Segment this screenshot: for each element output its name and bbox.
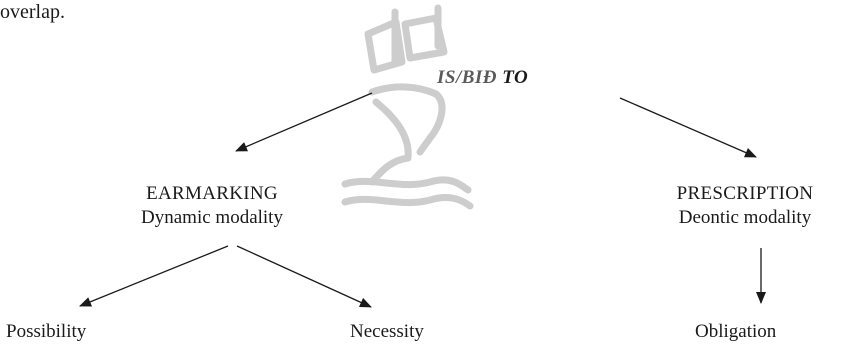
arrow-earmarking-to-necessity xyxy=(236,245,372,308)
prescription-subtitle: Deontic modality xyxy=(678,207,812,228)
earmarking-title: EARMARKING xyxy=(146,183,278,204)
prescription-node: PRESCRIPTION Deontic modality xyxy=(645,182,844,230)
arrow-root-to-prescription xyxy=(619,97,757,158)
root-node-label: IS/BIÐ TO xyxy=(437,66,528,90)
leaf-obligation: Obligation xyxy=(695,321,777,342)
prescription-title: PRESCRIPTION xyxy=(676,183,814,204)
arrow-root-to-earmarking xyxy=(235,92,373,152)
leaf-possibility: Possibility xyxy=(6,321,87,342)
root-label-part-b: TO xyxy=(497,67,529,88)
earmarking-node: EARMARKING Dynamic modality xyxy=(112,182,312,230)
root-label-part-a: IS/BIÐ xyxy=(437,67,498,88)
earmarking-subtitle: Dynamic modality xyxy=(141,207,283,228)
intro-text: overlap. xyxy=(0,1,65,23)
leaf-necessity: Necessity xyxy=(350,321,424,342)
ship-logo-icon xyxy=(341,4,474,210)
arrow-earmarking-to-possibility xyxy=(79,245,229,307)
